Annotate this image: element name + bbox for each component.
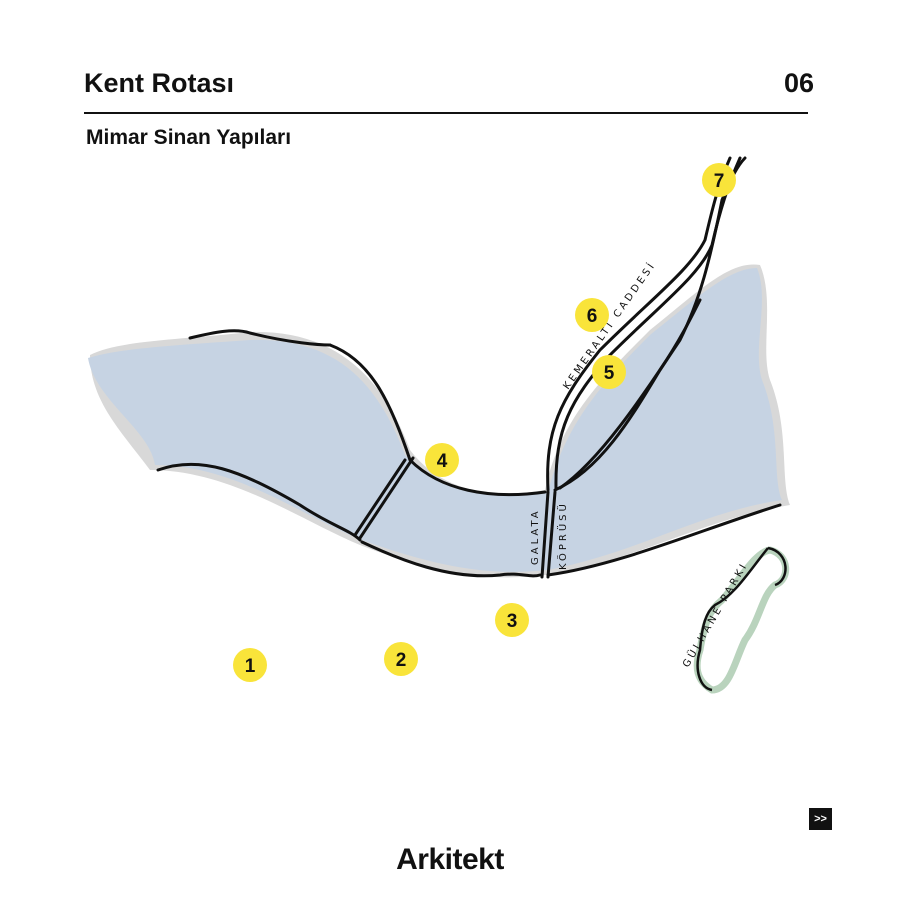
map-marker-5[interactable]: 5 (592, 355, 626, 389)
map-marker-1[interactable]: 1 (233, 648, 267, 682)
marker-circle (495, 603, 529, 637)
bridge-label-galata: GALATA (530, 508, 541, 565)
map-marker-6[interactable]: 6 (575, 298, 609, 332)
golden-horn-water (88, 268, 782, 572)
map-marker-4[interactable]: 4 (425, 443, 459, 477)
marker-circle (233, 648, 267, 682)
map-marker-7[interactable]: 7 (702, 163, 736, 197)
map-marker-3[interactable]: 3 (495, 603, 529, 637)
marker-number: 6 (587, 306, 598, 327)
marker-number: 1 (245, 656, 256, 677)
bridge-label-koprusu: KÖPRÜSÜ (556, 501, 569, 570)
marker-number: 5 (604, 363, 615, 384)
marker-number: 2 (396, 650, 407, 671)
marker-number: 4 (437, 451, 448, 472)
brand-logo: Arkitekt (396, 843, 504, 876)
page-subtitle: Mimar Sinan Yapıları (86, 126, 292, 149)
marker-circle (702, 163, 736, 197)
marker-circle (425, 443, 459, 477)
marker-number: 7 (714, 171, 725, 192)
shorelines (156, 156, 782, 579)
marker-circle (592, 355, 626, 389)
park-outline (696, 546, 787, 692)
header-divider (84, 112, 808, 114)
page-title: Kent Rotası (84, 68, 235, 98)
map-marker-2[interactable]: 2 (384, 642, 418, 676)
marker-circle (384, 642, 418, 676)
marker-circle (575, 298, 609, 332)
next-page-button[interactable]: >> (809, 808, 832, 830)
issue-number: 06 (783, 68, 814, 98)
marker-number: 3 (507, 611, 518, 632)
